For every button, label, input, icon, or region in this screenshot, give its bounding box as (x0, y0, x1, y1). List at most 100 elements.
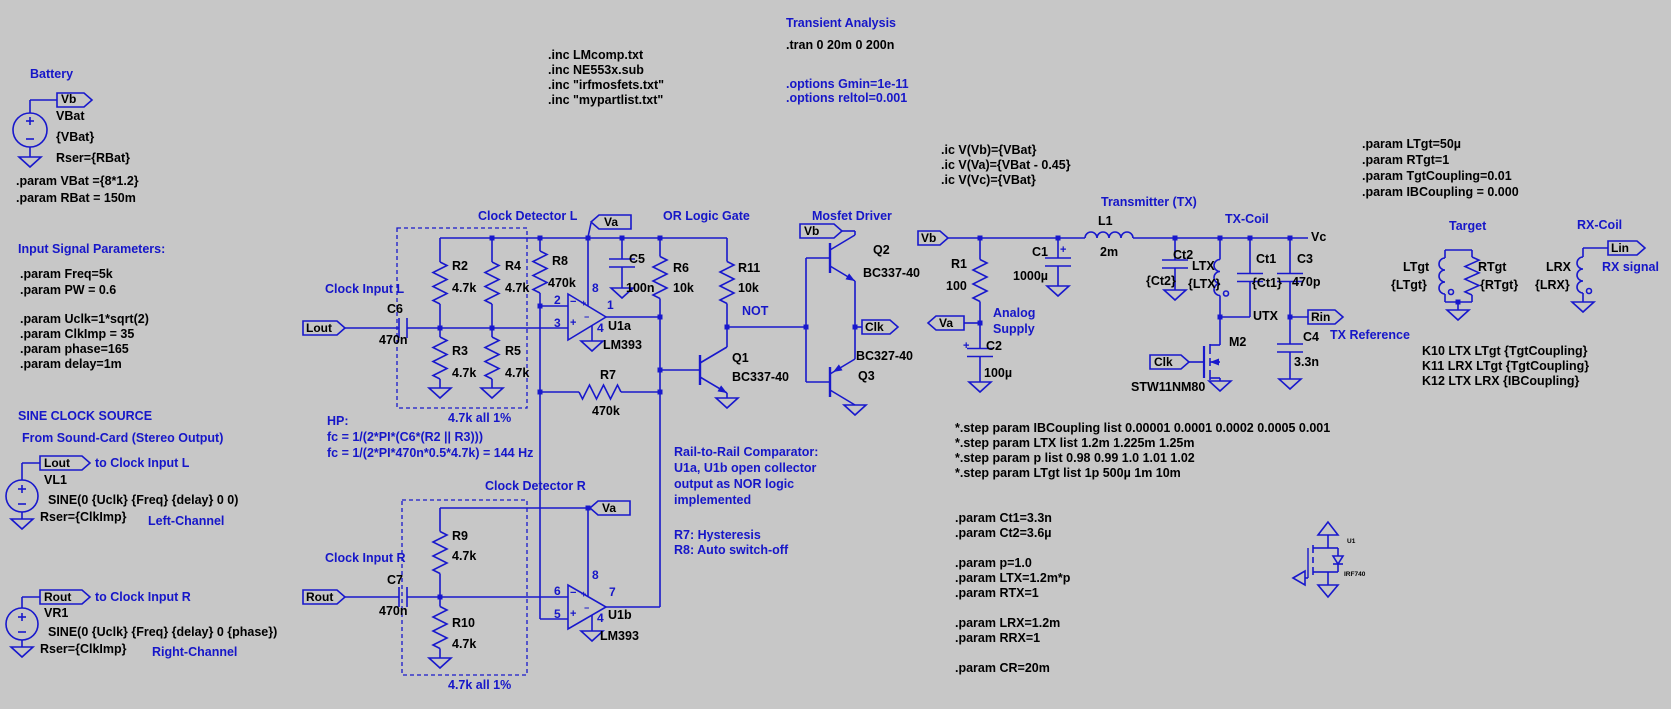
mosfet-driver[interactable]: Mosfet Driver (812, 209, 892, 223)
tx-reference[interactable]: TX Reference (1330, 328, 1410, 342)
port-va-l-label[interactable]: Va (604, 215, 619, 229)
r8-value[interactable]: 470k (548, 276, 576, 290)
c3-ref[interactable]: C3 (1297, 252, 1313, 266)
r7r8-note[interactable]: R7: Hysteresis R8: Auto switch-off (674, 528, 789, 557)
c2-ref[interactable]: C2 (986, 339, 1002, 353)
u1b-value[interactable]: LM393 (600, 629, 639, 643)
q2-ref[interactable]: Q2 (873, 243, 890, 257)
u1mini-value[interactable]: IRF740 (1344, 571, 1366, 578)
r1-value[interactable]: 100 (946, 279, 967, 293)
r9-value[interactable]: 4.7k (452, 549, 477, 563)
port-rout-src-label[interactable]: Rout (44, 590, 72, 604)
r6-ref[interactable]: R6 (673, 261, 689, 275)
c1-value[interactable]: 1000µ (1013, 269, 1049, 283)
rx-coil-title[interactable]: RX-Coil (1577, 218, 1623, 232)
bottom-param-block[interactable]: *.step param IBCoupling list 0.00001 0.0… (955, 421, 1331, 675)
r9-ref[interactable]: R9 (452, 529, 468, 543)
r10-ref[interactable]: R10 (452, 616, 475, 630)
r7-value[interactable]: 470k (592, 404, 620, 418)
port-lout-in-label[interactable]: Lout (306, 321, 332, 335)
vbat-ref[interactable]: VBat (56, 109, 85, 123)
l1-ref[interactable]: L1 (1098, 214, 1113, 228)
c7-ref[interactable]: C7 (387, 573, 403, 587)
schematic-symbols[interactable] (5, 92, 1647, 676)
vl1-value[interactable]: SINE(0 {Uclk} {Freq} {delay} 0 0) (48, 493, 239, 507)
c6-ref[interactable]: C6 (387, 302, 403, 316)
ltx-ref[interactable]: LTX (1192, 259, 1215, 273)
clock-input-r[interactable]: Clock Input R (325, 551, 406, 565)
port-vb-tx-label[interactable]: Vb (921, 231, 937, 245)
not-label[interactable]: NOT (742, 304, 769, 318)
rail-to-rail-note[interactable]: Rail-to-Rail Comparator: U1a, U1b open c… (674, 445, 819, 507)
q2-value[interactable]: BC337-40 (863, 266, 920, 280)
port-rin-label[interactable]: Rin (1311, 310, 1331, 324)
options-directives[interactable]: .options Gmin=1e-11 .options reltol=0.00… (786, 77, 909, 105)
r3-ref[interactable]: R3 (452, 344, 468, 358)
c5-value[interactable]: 100n (626, 281, 655, 295)
port-clk-m2-label[interactable]: Clk (1154, 355, 1173, 369)
left-channel[interactable]: Left-Channel (148, 514, 225, 528)
vc-net-label[interactable]: Vc (1311, 230, 1327, 244)
u1mini-ref[interactable]: U1 (1347, 538, 1356, 545)
battery-params[interactable]: .param VBat ={8*1.2} .param RBat = 150m (16, 174, 139, 205)
u1b-ref[interactable]: U1b (608, 608, 632, 622)
u1a-value[interactable]: LM393 (603, 338, 642, 352)
coupling-directives[interactable]: K10 LTX LTgt {TgtCoupling} K11 LRX LTgt … (1422, 344, 1590, 388)
vbat-rser[interactable]: Rser={RBat} (56, 151, 130, 165)
ltgt-ref[interactable]: LTgt (1403, 260, 1430, 274)
r5-ref[interactable]: R5 (505, 344, 521, 358)
l1-value[interactable]: 2m (1100, 245, 1119, 259)
analog-supply[interactable]: Analog Supply (993, 306, 1036, 336)
m2-ref[interactable]: M2 (1229, 335, 1247, 349)
tolerance-note-l[interactable]: 4.7k all 1% (448, 411, 512, 425)
input-params-2[interactable]: .param Uclk=1*sqrt(2) .param ClkImp = 35… (20, 312, 149, 371)
c3-value[interactable]: 470p (1292, 275, 1321, 289)
ltx-value[interactable]: {LTX} (1188, 277, 1221, 291)
vr1-value[interactable]: SINE(0 {Uclk} {Freq} {delay} 0 {phase}) (48, 625, 278, 639)
port-rout-in-label[interactable]: Rout (306, 590, 334, 604)
q1-ref[interactable]: Q1 (732, 351, 749, 365)
ct1-value[interactable]: {Ct1} (1252, 276, 1282, 290)
include-directives[interactable]: .inc LMcomp.txt .inc NE553x.sub .inc "ir… (548, 48, 665, 107)
input-signal-heading[interactable]: Input Signal Parameters: (18, 242, 166, 256)
port-va-tx-label[interactable]: Va (939, 316, 954, 330)
port-lout-src-label[interactable]: Lout (44, 456, 70, 470)
clock-input-l[interactable]: Clock Input L (325, 282, 405, 296)
r4-value[interactable]: 4.7k (505, 281, 530, 295)
q3-ref[interactable]: Q3 (858, 369, 875, 383)
vr1-ref[interactable]: VR1 (44, 606, 69, 620)
r8-ref[interactable]: R8 (552, 254, 568, 268)
rtgt-ref[interactable]: RTgt (1478, 260, 1507, 274)
c4-ref[interactable]: C4 (1303, 330, 1319, 344)
sound-card-note[interactable]: From Sound-Card (Stereo Output) (22, 431, 224, 445)
ct2-ref[interactable]: Ct2 (1173, 248, 1194, 262)
port-vb-battery-label[interactable]: Vb (61, 92, 77, 106)
c1-ref[interactable]: C1 (1032, 245, 1048, 259)
r1-ref[interactable]: R1 (951, 257, 967, 271)
vl1-ref[interactable]: VL1 (44, 473, 67, 487)
target-params[interactable]: .param LTgt=50µ .param RTgt=1 .param Tgt… (1362, 137, 1519, 199)
lrx-ref[interactable]: LRX (1546, 260, 1571, 274)
c7-value[interactable]: 470n (379, 604, 408, 618)
r6-value[interactable]: 10k (673, 281, 694, 295)
port-clk-out-label[interactable]: Clk (865, 320, 884, 334)
r4-ref[interactable]: R4 (505, 259, 521, 273)
c5-ref[interactable]: C5 (629, 252, 645, 266)
transient-title[interactable]: Transient Analysis (786, 16, 896, 30)
to-clock-input-l[interactable]: to Clock Input L (95, 456, 190, 470)
or-logic-gate[interactable]: OR Logic Gate (663, 209, 750, 223)
ltgt-value[interactable]: {LTgt} (1391, 278, 1427, 292)
c2-value[interactable]: 100µ (984, 366, 1013, 380)
port-va-r-label[interactable]: Va (602, 501, 617, 515)
battery-title[interactable]: Battery (30, 67, 74, 81)
vl1-rser[interactable]: Rser={ClkImp} (40, 510, 127, 524)
r3-value[interactable]: 4.7k (452, 366, 477, 380)
lrx-value[interactable]: {LRX} (1535, 278, 1570, 292)
port-vb-driver-label[interactable]: Vb (804, 224, 820, 238)
r11-ref[interactable]: R11 (738, 261, 761, 275)
tran-directive[interactable]: .tran 0 20m 0 200n (786, 38, 895, 52)
q1-value[interactable]: BC337-40 (732, 370, 789, 384)
utx-net-label[interactable]: UTX (1253, 309, 1278, 323)
q3-value[interactable]: BC327-40 (856, 349, 913, 363)
